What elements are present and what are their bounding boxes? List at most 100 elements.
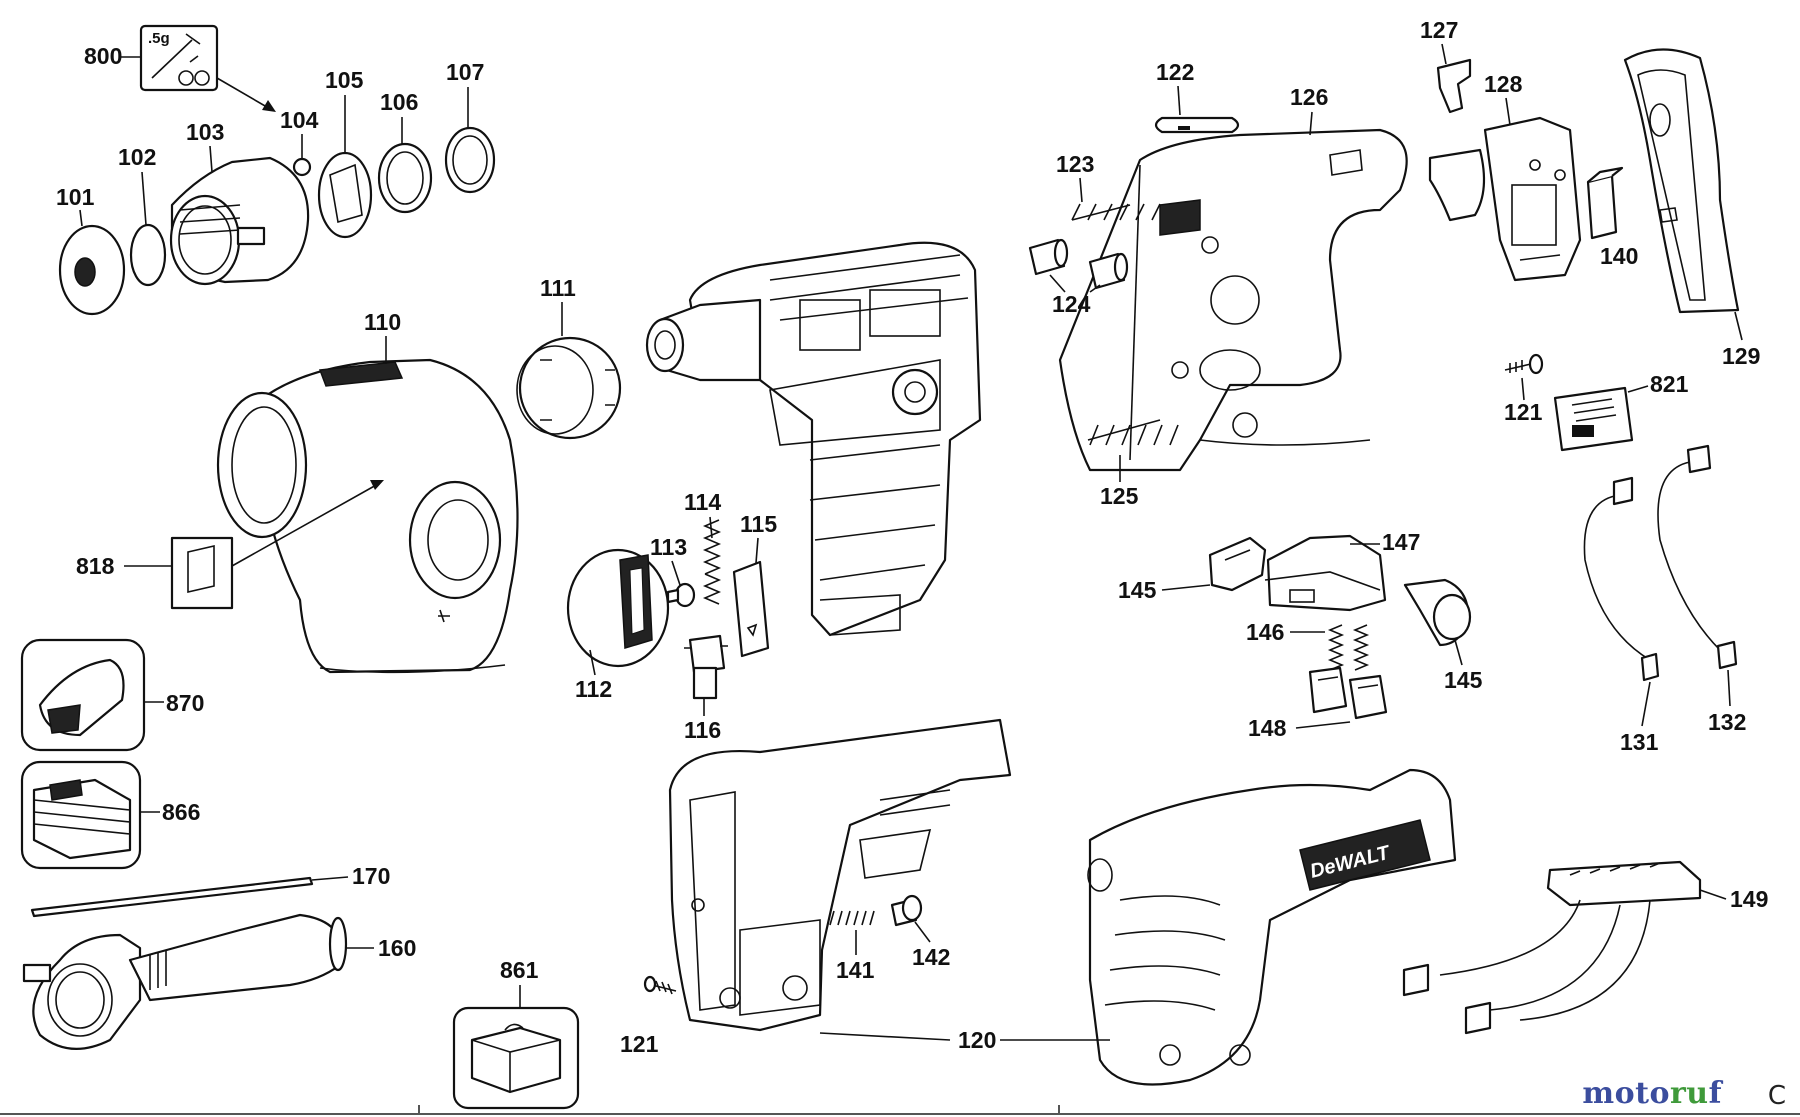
- part-821-label: [1553, 386, 1634, 452]
- part-800-grease-kit: [139, 24, 219, 92]
- label-116: 116: [684, 717, 721, 743]
- part-126-motor-housing: [1058, 128, 1408, 472]
- label-131: 131: [1620, 729, 1659, 755]
- part-132-wire: [1657, 444, 1738, 670]
- label-170: 170: [352, 863, 390, 889]
- part-105-washer: [317, 151, 373, 239]
- part-861-carrying-case: [452, 1006, 580, 1110]
- label-132: 132: [1708, 709, 1746, 735]
- label-111: 111: [540, 275, 576, 301]
- label-125: 125: [1100, 483, 1139, 509]
- part-146-springs: [1327, 624, 1370, 671]
- part-866-battery: [20, 760, 142, 870]
- label-114: 114: [684, 489, 721, 515]
- part-123-spring: [1071, 203, 1161, 221]
- part-120-left-housing: [668, 718, 1012, 1032]
- label-149: 149: [1730, 886, 1768, 912]
- part-111-clutch-ring: [516, 336, 622, 440]
- part-116-switch-block: [684, 634, 728, 700]
- label-147: 147: [1382, 529, 1420, 555]
- part-141-spring: [829, 910, 875, 926]
- bottom-tick-right: [1058, 1105, 1060, 1115]
- label-107: 107: [446, 59, 484, 85]
- label-126: 126: [1290, 84, 1328, 110]
- label-145-right: 145: [1444, 667, 1483, 693]
- motor-gearbox-assembly: [645, 241, 982, 637]
- watermark: motoruf: [1582, 1076, 1722, 1111]
- label-124: 124: [1052, 291, 1091, 317]
- part-107-ring: [444, 126, 496, 194]
- label-103: 103: [186, 119, 224, 145]
- part-114-spring: [702, 519, 722, 605]
- watermark-part-3: f: [1708, 1076, 1722, 1111]
- part-106-sleeve: [377, 142, 433, 214]
- label-112: 112: [575, 676, 612, 702]
- part-170-depth-rod: [30, 876, 314, 918]
- label-129: 129: [1722, 343, 1760, 369]
- label-821: 821: [1650, 371, 1689, 397]
- part-145-brush-left: [1208, 536, 1267, 592]
- part-127-lock-button: [1436, 58, 1472, 114]
- label-110: 110: [364, 309, 401, 335]
- label-861: 861: [500, 957, 539, 983]
- part-110-gear-housing: [216, 358, 519, 674]
- label-140: 140: [1600, 243, 1638, 269]
- label-123: 123: [1056, 151, 1094, 177]
- part-125-spring: [1087, 419, 1179, 446]
- part-131-wire: [1583, 476, 1660, 682]
- part-129-handle-cover: [1623, 48, 1740, 314]
- part-147-brush-holder: [1264, 534, 1387, 612]
- label-141: 141: [836, 957, 875, 983]
- part-102-ring: [129, 223, 167, 287]
- label-870: 870: [166, 690, 204, 716]
- label-122: 122: [1156, 59, 1194, 85]
- label-142: 142: [912, 944, 950, 970]
- part-101-nose-cap: [58, 224, 126, 316]
- label-127: 127: [1420, 17, 1458, 43]
- label-160: 160: [378, 935, 416, 961]
- watermark-part-2: ru: [1669, 1076, 1709, 1111]
- label-101: 101: [56, 184, 95, 210]
- watermark-part-1: moto: [1582, 1076, 1670, 1111]
- part-160-side-handle: [22, 913, 348, 1050]
- bottom-tick-left: [418, 1105, 420, 1115]
- part-121-screw-lower: [643, 975, 677, 995]
- part-103-chuck-body: [169, 156, 310, 286]
- part-800-spec-label: .5g: [148, 30, 170, 47]
- label-106: 106: [380, 89, 418, 115]
- part-145-brush-right: [1403, 578, 1472, 647]
- label-866: 866: [162, 799, 200, 825]
- label-105: 105: [325, 67, 364, 93]
- part-121-screw-upper: [1504, 353, 1544, 375]
- part-122-brush: [1154, 116, 1240, 134]
- label-145-left: 145: [1118, 577, 1157, 603]
- label-818: 818: [76, 553, 115, 579]
- part-140-capacitor: [1586, 166, 1624, 240]
- label-128: 128: [1484, 71, 1523, 97]
- label-104: 104: [280, 107, 319, 133]
- part-148-carbon-brushes: [1308, 666, 1388, 720]
- label-146: 146: [1246, 619, 1284, 645]
- label-121-lower: 121: [620, 1031, 659, 1057]
- label-148: 148: [1248, 715, 1287, 741]
- part-112-selector-knob: [566, 548, 670, 668]
- label-113: 113: [650, 534, 687, 560]
- part-124-brush-holders: [1028, 238, 1129, 290]
- part-120-right-housing: DeWALT: [1087, 768, 1457, 1086]
- part-142-bushing: [890, 894, 923, 927]
- part-818-label: [170, 536, 234, 610]
- part-870-charger: [20, 638, 146, 752]
- bottom-rule: [0, 1113, 1800, 1115]
- label-800: 800: [84, 43, 122, 69]
- label-115: 115: [740, 511, 777, 537]
- label-121-upper: 121: [1504, 399, 1543, 425]
- part-115-button: [732, 560, 770, 658]
- label-120: 120: [958, 1027, 996, 1053]
- label-102: 102: [118, 144, 156, 170]
- corner-mark: C: [1767, 1081, 1786, 1111]
- part-128-trigger-switch: [1428, 116, 1582, 282]
- part-149-wiring-harness: [1402, 860, 1702, 1035]
- part-104-ball: [292, 157, 312, 177]
- part-113-pin: [666, 582, 696, 608]
